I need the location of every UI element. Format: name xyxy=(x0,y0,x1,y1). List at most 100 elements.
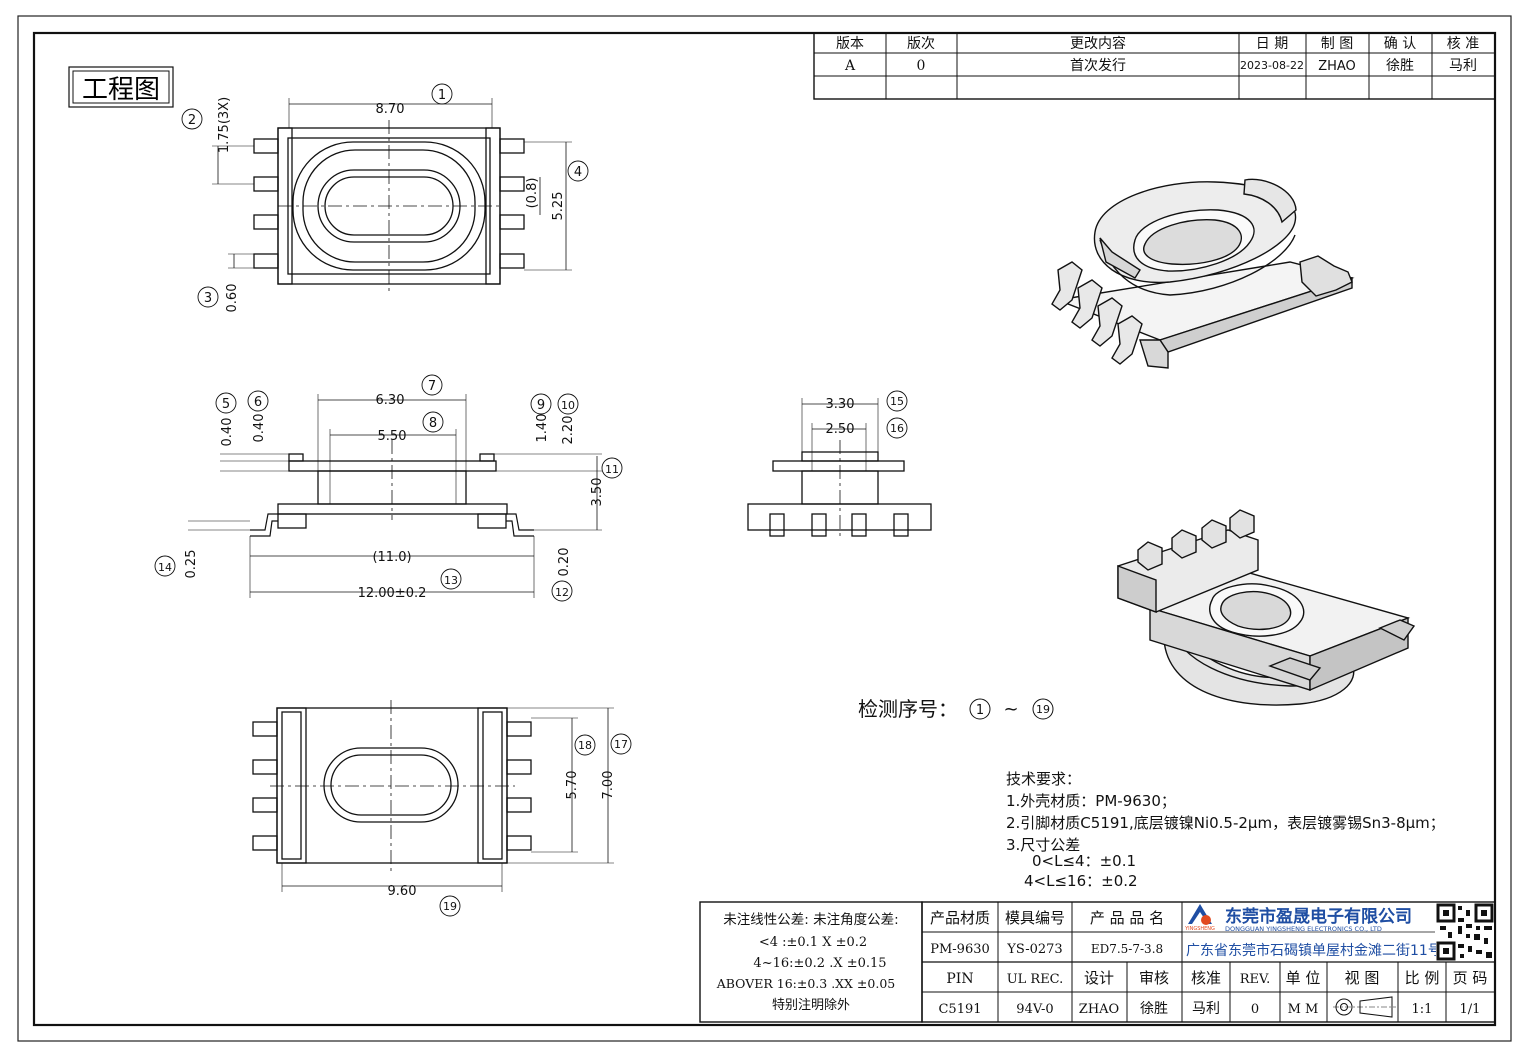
dim-9-60: 9.60 xyxy=(388,884,417,899)
qr-code-icon xyxy=(1436,903,1494,961)
dim-2-50: 2.50 xyxy=(826,422,855,437)
tb-label-page: 页 码 xyxy=(1453,969,1488,987)
dim-0-60: 0.60 xyxy=(225,284,240,313)
tech-line-2: 2.引脚材质C5191,底层镀镍Ni0.5-2μm，表层镀雾锡Sn3-8μm； xyxy=(1006,814,1445,832)
callout-13: 13 xyxy=(444,574,458,587)
dim-0-20: 0.20 xyxy=(557,548,572,577)
isometric-view-top xyxy=(1051,178,1355,369)
isometric-view-bottom xyxy=(1117,509,1416,706)
tech-line-3: 3.尺寸公差 xyxy=(1006,836,1080,854)
rev-header-drawn: 制 图 xyxy=(1321,36,1353,52)
dim-12-00: 12.00±0.2 xyxy=(358,586,427,601)
callout-3: 3 xyxy=(204,291,212,306)
inspection-to: 19 xyxy=(1036,703,1050,716)
callout-2: 2 xyxy=(188,113,196,128)
bottom-view-labels: 5.70 7.00 9.60 17 18 19 xyxy=(388,738,628,913)
tb-label-unit: 单 位 xyxy=(1286,969,1321,987)
title-block xyxy=(921,901,1496,1023)
dim-0-40-b: 0.40 xyxy=(252,414,267,443)
tolerance-line-2: 4~16:±0.2 .X ±0.15 xyxy=(753,956,886,971)
tb-value-unit: M M xyxy=(1288,1002,1319,1017)
tolerance-line-4: 特别注明除外 xyxy=(772,998,850,1013)
inspection-from: 1 xyxy=(976,703,984,718)
tb-value-review: 徐胜 xyxy=(1140,1001,1168,1017)
company-name-en: DONGGUAN YINGSHENG ELECTRONICS CO., LTD xyxy=(1225,925,1382,933)
projection-symbol-icon xyxy=(1333,996,1396,1018)
callout-12: 12 xyxy=(555,586,569,599)
dim-5-50: 5.50 xyxy=(378,429,407,444)
title-label: 工程图 xyxy=(82,75,160,105)
inspection-to-circle xyxy=(1032,698,1054,720)
inspection-sep: ~ xyxy=(1003,699,1018,720)
tb-value-product: ED7.5-7-3.8 xyxy=(1091,942,1163,956)
inspection-label: 检测序号： xyxy=(858,697,958,721)
rev-cell-date: 2023-08-22 xyxy=(1240,59,1304,72)
tech-line-4: 0<L≤4：±0.1 xyxy=(1032,852,1136,870)
company-address: 广东省东莞市石碣镇单屋村金滩二街11号 xyxy=(1186,942,1442,959)
dim-2-20: 2.20 xyxy=(561,416,576,445)
tolerance-header: 未注线性公差: 未注角度公差: xyxy=(723,912,898,928)
tb-value-approve: 马利 xyxy=(1192,1001,1220,1017)
tech-line-1: 1.外壳材质：PM-9630； xyxy=(1006,792,1176,810)
dim-11-0: (11.0) xyxy=(372,550,411,565)
tolerance-line-1: <4 :±0.1 X ±0.2 xyxy=(759,935,867,950)
title-block-text: 产品材质 模具编号 产 品 品 名 PM-9630 YS-0273 ED7.5-… xyxy=(930,909,1487,1017)
rev-cell-change: 首次发行 xyxy=(1070,58,1126,74)
callout-9: 9 xyxy=(537,398,545,413)
callout-11: 11 xyxy=(605,463,619,476)
outer-border xyxy=(17,15,1512,1042)
callout-6: 6 xyxy=(254,395,262,410)
callout-15: 15 xyxy=(890,395,904,408)
rev-cell-confirm: 徐胜 xyxy=(1386,58,1414,74)
tb-value-pin: C5191 xyxy=(938,1002,981,1017)
rev-cell-drawn: ZHAO xyxy=(1318,59,1356,74)
tb-label-review: 审核 xyxy=(1139,969,1169,987)
inspection-from-circle xyxy=(969,698,991,720)
callout-8: 8 xyxy=(429,416,437,431)
callout-14: 14 xyxy=(158,561,172,574)
tb-label-pin: PIN xyxy=(946,971,973,987)
callout-18: 18 xyxy=(578,739,592,752)
callout-5: 5 xyxy=(222,397,230,412)
dim-8-70: 8.70 xyxy=(376,102,405,117)
bottom-view xyxy=(252,700,632,917)
tb-value-scale: 1:1 xyxy=(1412,1002,1433,1017)
inspection-sequence: 检测序号： 1 ~ 19 xyxy=(858,697,1054,721)
dim-3-30: 3.30 xyxy=(826,397,855,412)
dim-1-40: 1.40 xyxy=(535,414,550,443)
title-label-box: 工程图 xyxy=(68,66,174,108)
callout-17: 17 xyxy=(614,738,628,751)
callout-7: 7 xyxy=(428,379,436,394)
callout-16: 16 xyxy=(890,422,904,435)
tb-label-view: 视 图 xyxy=(1345,969,1380,987)
tb-value-material: PM-9630 xyxy=(930,942,990,957)
company-name-cn: 东莞市盈晟电子有限公司 xyxy=(1225,906,1412,927)
rev-cell-version: A xyxy=(844,58,856,74)
side-view xyxy=(747,390,932,540)
rev-cell-approve: 马利 xyxy=(1449,58,1477,74)
callout-19: 19 xyxy=(443,900,457,913)
rev-header-version: 版本 xyxy=(836,36,864,52)
tech-title: 技术要求： xyxy=(1006,770,1081,788)
dim-6-30: 6.30 xyxy=(376,393,405,408)
tb-label-product: 产 品 品 名 xyxy=(1090,909,1164,927)
dim-0-25: 0.25 xyxy=(184,550,199,579)
top-view-labels: 8.70 1.75(3X) 0.60 5.25 (0.8) 1 2 3 4 xyxy=(188,88,582,312)
rev-header-date: 日 期 xyxy=(1256,36,1288,52)
dim-1-75: 1.75(3X) xyxy=(217,97,232,153)
dim-5-70: 5.70 xyxy=(565,771,580,800)
tb-label-scale: 比 例 xyxy=(1405,969,1440,987)
callout-4: 4 xyxy=(574,165,582,180)
tb-value-mold: YS-0273 xyxy=(1006,942,1062,957)
dim-0-8: (0.8) xyxy=(525,178,540,209)
dim-0-40-a: 0.40 xyxy=(220,418,235,447)
tolerance-box: 未注线性公差: 未注角度公差: <4 :±0.1 X ±0.2 4~16:±0.… xyxy=(699,901,923,1023)
tb-label-rev: REV. xyxy=(1240,972,1271,987)
tech-line-5: 4<L≤16：±0.2 xyxy=(1024,872,1138,890)
dim-7-00: 7.00 xyxy=(601,771,616,800)
company-logo-icon: YINGSHENG xyxy=(1184,904,1215,932)
dim-3-50: 3.50 xyxy=(590,478,605,507)
company-logo-text: YINGSHENG xyxy=(1184,926,1215,932)
inner-border xyxy=(32,31,1497,1027)
